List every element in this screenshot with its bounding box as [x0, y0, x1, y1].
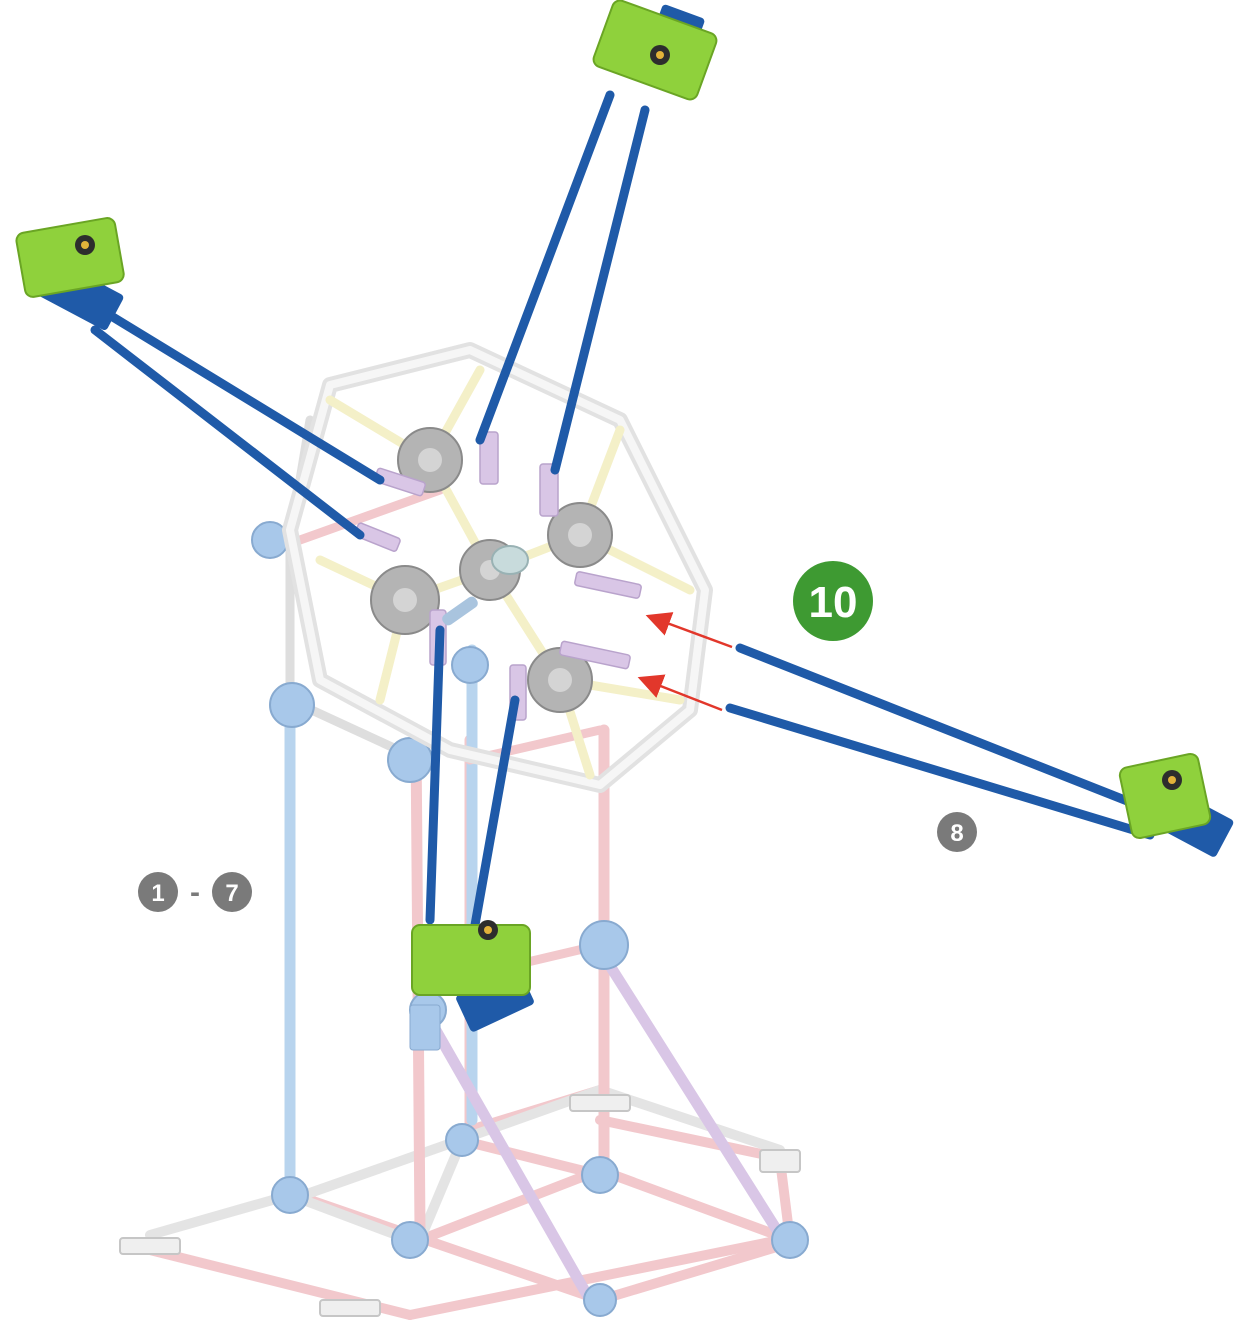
- part-ref-new: 8: [937, 812, 977, 852]
- upper-insertion-arrow: [645, 612, 733, 649]
- lower-insertion-arrow: [637, 674, 723, 712]
- seat-arms: [80, 90, 650, 930]
- seats: [15, 0, 718, 1051]
- insertion-arrows: [637, 612, 733, 712]
- part-ref-new-number: 8: [950, 820, 963, 847]
- step-badge: 10: [793, 561, 873, 641]
- lower-seat: [409, 920, 534, 1051]
- step-number: 10: [809, 578, 858, 627]
- new-seat-arm: [725, 643, 1234, 857]
- part-ref-range-end: 7: [225, 880, 238, 907]
- base-frame: [119, 415, 809, 1320]
- right-seat: [1118, 752, 1234, 857]
- left-seat: [15, 217, 125, 331]
- part-ref-range: 1 - 7: [138, 872, 252, 912]
- wheel-hub: [282, 342, 713, 793]
- part-ref-range-separator: -: [190, 876, 200, 909]
- top-seat: [592, 0, 718, 101]
- part-ref-range-start: 1: [151, 880, 164, 907]
